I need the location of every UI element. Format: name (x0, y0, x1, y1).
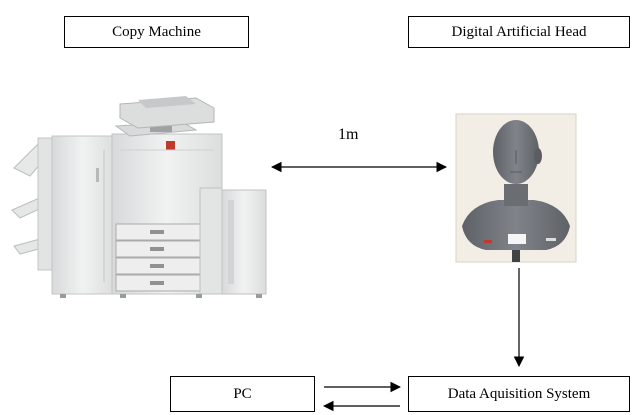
distance-label: 1m (338, 126, 359, 143)
copy-machine-icon (11, 96, 267, 298)
artificial-head-icon (455, 113, 577, 263)
pc-box: PC (170, 376, 315, 412)
copy-machine-label: Copy Machine (64, 16, 249, 48)
artificial-head-label: Digital Artificial Head (408, 16, 630, 48)
data-acquisition-box: Data Aquisition System (408, 376, 630, 412)
